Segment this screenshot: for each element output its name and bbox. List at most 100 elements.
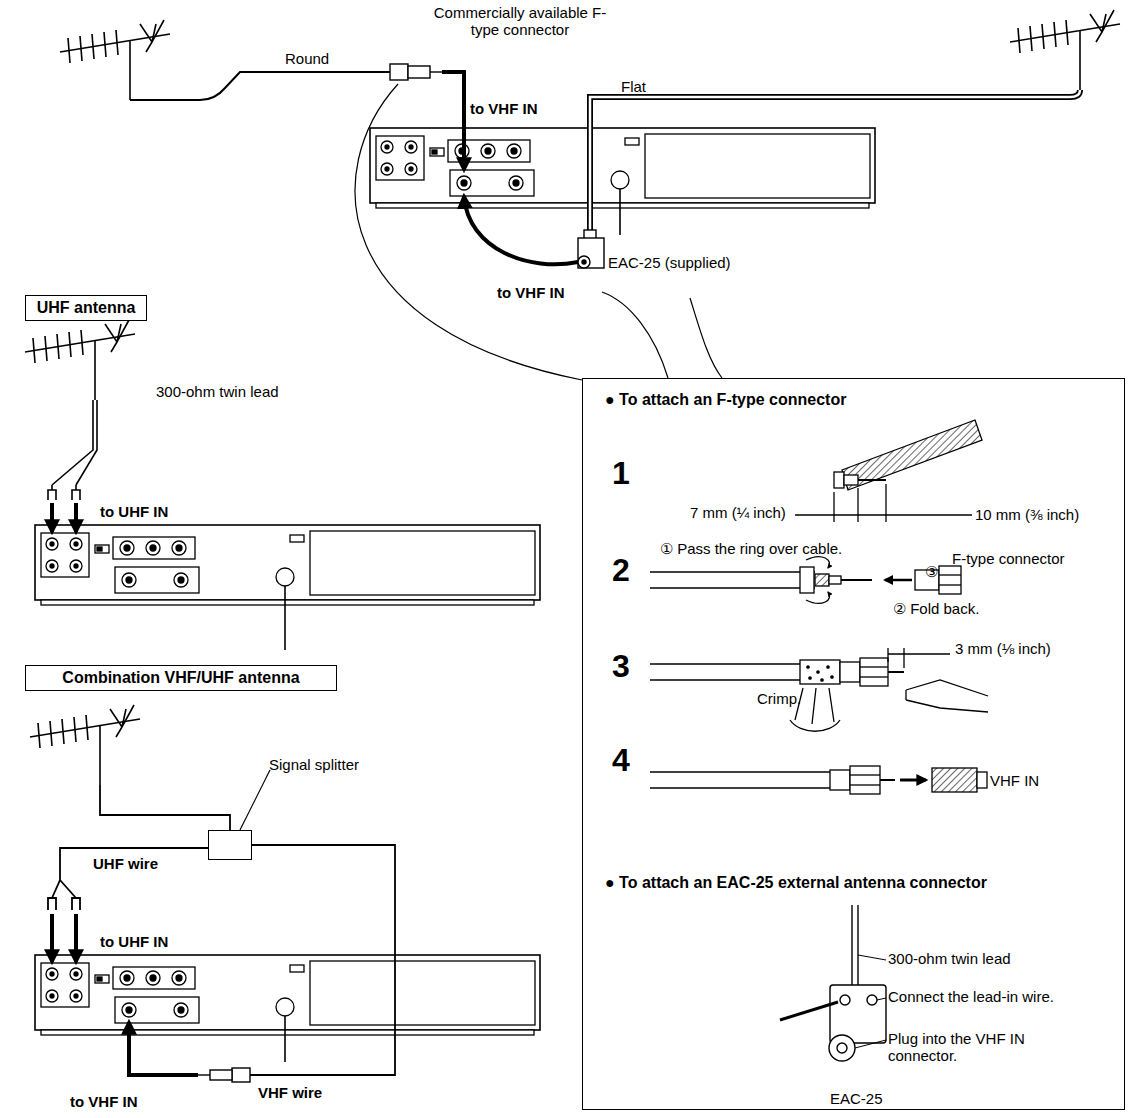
eac-25-adapter <box>578 238 604 268</box>
cable-label: UHF wire <box>93 855 158 872</box>
connection-arrow <box>442 72 578 264</box>
step-number: 2 <box>612 552 630 589</box>
cable-end-drawing <box>650 587 815 588</box>
antenna-wire <box>48 785 395 1075</box>
eac-25-drawing <box>858 955 886 960</box>
cable-end-drawing <box>834 472 844 488</box>
crimp-drawing <box>906 680 988 696</box>
vcr-unit <box>370 128 875 208</box>
vcr-unit <box>35 955 540 1035</box>
antenna-wire <box>250 845 395 1075</box>
node-text: UHF antenna <box>37 299 136 317</box>
antenna-wire <box>48 898 56 910</box>
connector-drawing <box>880 779 895 781</box>
leader-line <box>240 770 270 830</box>
antenna-drawing <box>1010 10 1120 90</box>
crimp-drawing <box>821 679 823 681</box>
cable-end-drawing <box>857 488 858 522</box>
connector-drawing <box>650 766 987 794</box>
part-label: F-type connector <box>952 550 1065 567</box>
cable-end-drawing <box>842 420 982 490</box>
callout-leader <box>355 84 582 380</box>
twin-lead-wire <box>52 400 93 485</box>
crimp-drawing <box>831 676 833 678</box>
f-connector <box>198 1068 250 1082</box>
cable-end-drawing <box>939 584 961 585</box>
eac-25-adapter <box>578 256 590 268</box>
flat-twin-lead <box>590 90 1080 238</box>
antenna-drawing <box>25 10 1120 785</box>
vcr-unit <box>35 525 540 605</box>
crimp-drawing <box>860 658 888 686</box>
section-heading-box: Combination VHF/UHF antenna <box>25 665 337 691</box>
node-text: Combination VHF/UHF antenna <box>62 669 299 687</box>
callout-label: Commercially available F-type connector <box>420 4 620 39</box>
twin-lead-wire <box>48 485 56 500</box>
cable-end-drawing <box>939 574 961 575</box>
cable-end-drawing <box>885 484 886 522</box>
twin-lead-wire <box>76 400 97 485</box>
crimp-drawing <box>888 671 904 673</box>
cable-end-drawing <box>841 579 872 581</box>
f-connector <box>430 71 442 72</box>
connector-drawing <box>850 774 880 775</box>
eac-25-adapter <box>578 230 604 268</box>
dimension-label: 7 mm (¼ inch) <box>690 504 786 521</box>
antenna-drawing <box>25 320 135 400</box>
connector-drawing <box>932 768 977 792</box>
flat-twin-lead <box>590 90 1080 238</box>
eac-25-adapter <box>582 260 586 264</box>
connector-drawing <box>650 771 830 772</box>
eac-25-drawing <box>877 998 886 1000</box>
coaxial-cable <box>130 72 390 100</box>
crimp-drawing <box>650 679 800 680</box>
cable-end-drawing <box>795 514 858 515</box>
antenna-wire <box>100 785 230 830</box>
step-number: 4 <box>612 742 630 779</box>
connector-drawing <box>977 772 987 788</box>
callout-leader <box>355 84 722 380</box>
f-connector <box>210 1070 232 1080</box>
eac-25-drawing <box>855 1040 886 1048</box>
antenna-wire <box>52 848 208 898</box>
connection-label: to UHF IN <box>100 503 168 520</box>
crimp-drawing <box>887 648 888 662</box>
power-cord <box>619 189 621 235</box>
cable-end-drawing <box>800 567 814 593</box>
leader-line <box>240 770 270 830</box>
connection-arrow <box>442 72 464 170</box>
eac-25-drawing <box>840 995 850 1005</box>
eac-25-drawing <box>780 905 886 1061</box>
instruction-note: Connect the lead-in wire. <box>888 988 1054 1005</box>
antenna-wire <box>72 898 80 910</box>
power-cord <box>285 189 620 1062</box>
eac-25-drawing <box>829 1035 855 1061</box>
connector-drawing <box>650 787 830 788</box>
eac-25-drawing <box>837 1043 847 1053</box>
crimp-drawing <box>817 671 819 673</box>
cable-end-drawing <box>815 574 829 586</box>
crimp-drawing <box>903 648 904 668</box>
connection-arrow <box>74 503 78 532</box>
antenna-drawing <box>30 705 140 785</box>
cable-label: 300-ohm twin lead <box>888 950 1011 967</box>
eac-25-drawing <box>867 995 877 1005</box>
connection-arrow <box>52 914 198 1075</box>
connection-label: to UHF IN <box>100 933 168 950</box>
cable-end-drawing <box>844 475 858 485</box>
connection-arrow <box>50 503 54 532</box>
connection-arrow <box>464 196 578 264</box>
crimp-drawing <box>650 648 988 731</box>
connector-drawing <box>900 779 926 782</box>
antenna-drawing <box>60 20 170 100</box>
crimp-drawing <box>888 653 950 654</box>
eac-25-drawing <box>830 985 886 1043</box>
node-text: ● To attach an EAC-25 external antenna c… <box>605 874 987 892</box>
instruction-note: Plug into the VHF IN connector. <box>888 1030 1088 1065</box>
cable-end-drawing <box>858 479 886 481</box>
flat-twin-lead <box>590 90 1080 238</box>
cable-label: Round <box>285 50 329 67</box>
cable-end-drawing <box>795 420 982 522</box>
cable-end-drawing <box>885 579 912 582</box>
